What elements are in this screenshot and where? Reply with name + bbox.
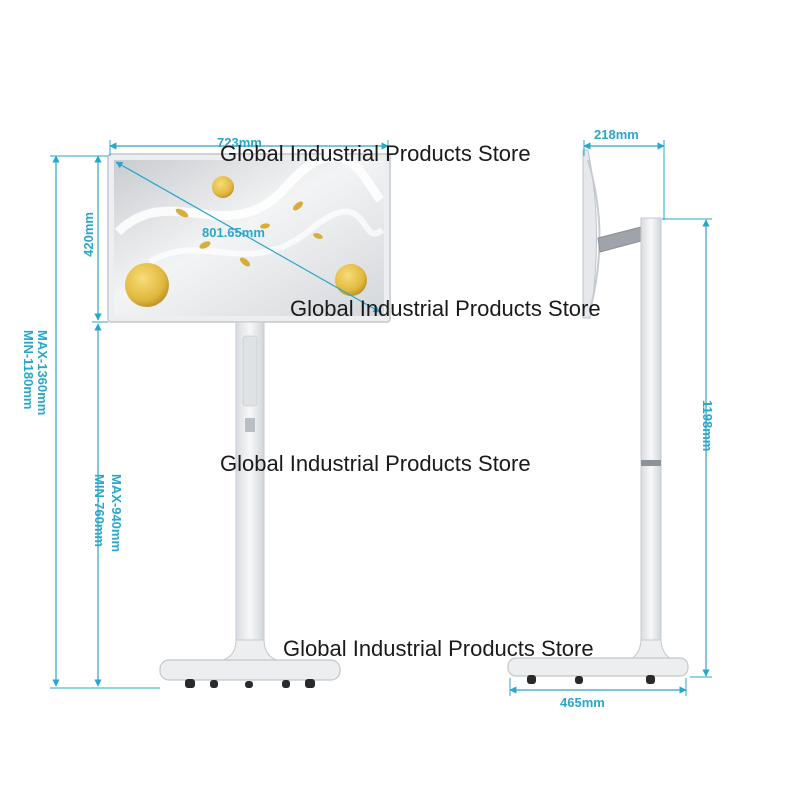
side-wheels [527,675,655,684]
screen-coin [212,176,234,198]
store-watermark: Global Industrial Products Store [220,451,531,476]
total-height-labels: MAX-1360mm [35,330,50,416]
total-height-min-wrapper: MIN-1180mm [21,330,36,411]
side-screen-back [587,159,601,311]
side-view [507,140,712,696]
screen-coin [335,264,367,296]
wheel-icon [245,681,253,688]
total-height-min-label: MIN-1180mm [21,330,36,410]
side-mount-arm [597,225,646,253]
side-stand-pole [640,217,662,653]
store-watermark: Global Industrial Products Store [290,296,601,321]
front-stand-flare [213,639,287,663]
screen-coin [125,263,169,307]
side-height-wrapper: 1198mm [700,400,715,453]
side-screen-profile [582,149,597,319]
wheel-icon [646,675,655,684]
stand-height-max-wrapper: MAX-940mm [109,474,124,554]
side-pole-clamp [641,460,661,466]
front-diagonal-label: 801.65mm [202,225,265,240]
wheel-icon [282,680,290,688]
wheel-icon [210,680,218,688]
side-stand-base [507,657,689,677]
stand-height-max-label: MAX-940mm [109,474,124,553]
side-depth-label: 218mm [594,127,639,142]
front-view [50,140,391,689]
pole-channel [242,335,258,407]
front-wheels [185,679,315,688]
side-base-label: 465mm [560,695,605,710]
diagonal-dimension-line [115,161,381,313]
total-height-max-label: MAX-1360mm [35,330,50,416]
stand-height-min-label: MIN-760mm [92,474,107,547]
front-width-label: 723mm [217,135,262,150]
store-watermark: Global Industrial Products Store [220,141,531,166]
wheel-icon [185,679,195,688]
wheel-icon [575,676,583,684]
stand-height-min-wrapper: MIN-760mm [92,474,107,549]
side-height-label: 1198mm [700,400,715,452]
wheel-icon [305,679,315,688]
wheel-icon [527,675,536,684]
front-stand-base [159,659,341,681]
store-watermark: Global Industrial Products Store [283,636,594,661]
pole-button-panel [245,418,255,432]
front-screen-height-label: 420mm [81,212,96,257]
